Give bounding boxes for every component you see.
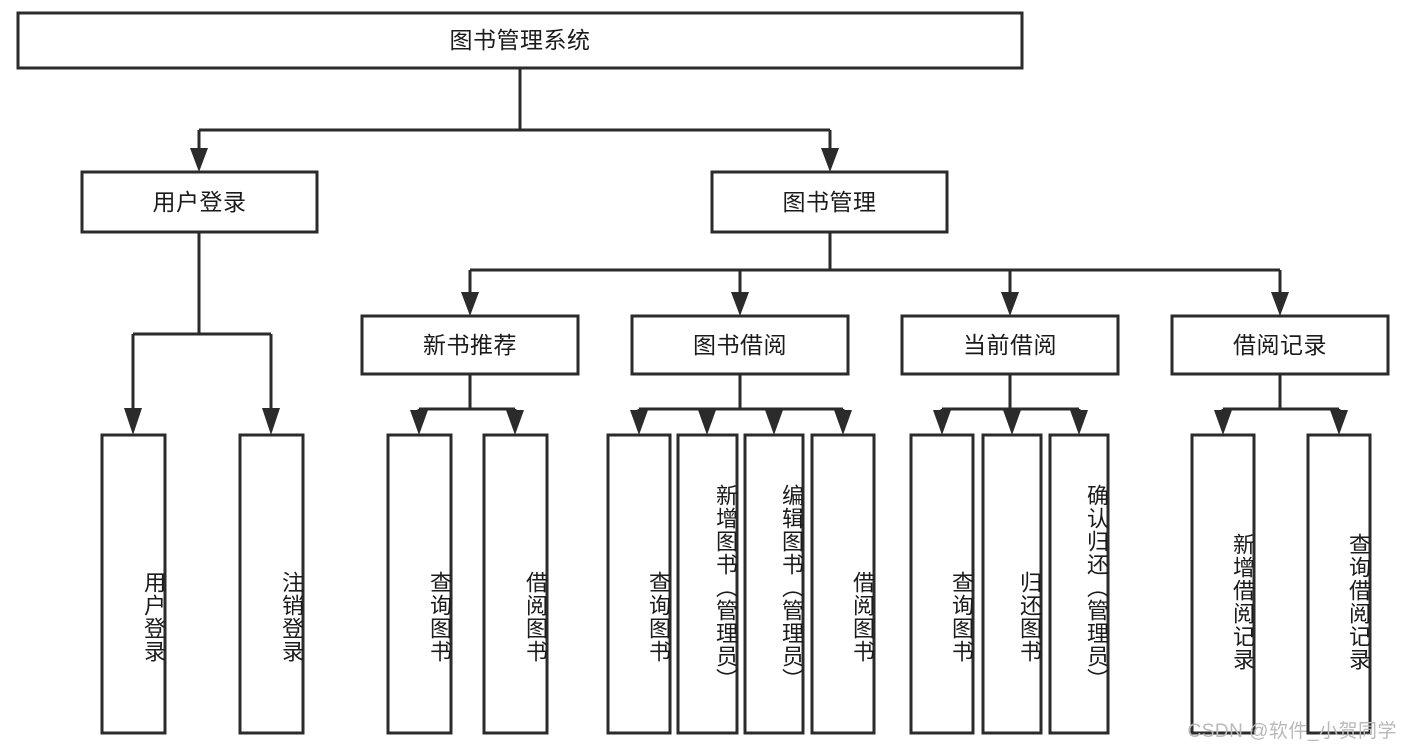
arrowhead-leaf-return-book bbox=[1003, 410, 1021, 435]
node-box-leaf-user-login[interactable] bbox=[100, 433, 167, 735]
arrowhead-leaf-confirm-return bbox=[1070, 410, 1088, 435]
node-box-user-login[interactable] bbox=[80, 170, 319, 234]
arrowhead-leaf-query-book-1 bbox=[410, 410, 428, 435]
node-box-current-borrow[interactable] bbox=[900, 314, 1120, 376]
node-box-leaf-borrow-book-2[interactable] bbox=[810, 433, 876, 735]
node-box-leaf-query-book-3[interactable] bbox=[909, 433, 975, 735]
node-box-leaf-query-record[interactable] bbox=[1306, 433, 1372, 735]
node-box-leaf-add-record[interactable] bbox=[1190, 433, 1256, 735]
arrowhead-book-mgmt bbox=[821, 148, 839, 172]
arrowhead-leaf-user-login bbox=[124, 408, 142, 435]
node-box-new-book-rec[interactable] bbox=[360, 314, 580, 376]
arrowhead-leaf-query-book-2 bbox=[630, 410, 648, 435]
connectors bbox=[124, 68, 1348, 435]
node-box-leaf-add-book[interactable] bbox=[676, 433, 739, 735]
node-box-leaf-logout[interactable] bbox=[238, 433, 305, 735]
arrowhead-user-login bbox=[190, 148, 208, 172]
node-box-leaf-confirm-return[interactable] bbox=[1048, 433, 1110, 735]
node-box-root[interactable] bbox=[16, 11, 1024, 70]
arrowhead-current-borrow bbox=[1001, 292, 1019, 316]
node-boxes bbox=[16, 11, 1390, 735]
arrowhead-leaf-add-book bbox=[698, 410, 716, 435]
node-box-borrow-record[interactable] bbox=[1170, 314, 1390, 376]
node-box-leaf-edit-book[interactable] bbox=[743, 433, 805, 735]
node-box-leaf-query-book-1[interactable] bbox=[386, 433, 453, 735]
node-box-book-mgmt[interactable] bbox=[710, 170, 949, 234]
arrowhead-leaf-query-book-3 bbox=[933, 410, 951, 435]
arrowhead-leaf-borrow-book-1 bbox=[506, 410, 524, 435]
arrowhead-leaf-borrow-book-2 bbox=[834, 410, 852, 435]
node-box-book-borrow[interactable] bbox=[630, 314, 850, 376]
node-box-leaf-query-book-2[interactable] bbox=[606, 433, 672, 735]
arrowhead-new-book-rec bbox=[461, 292, 479, 316]
arrowhead-leaf-logout bbox=[262, 408, 280, 435]
arrowhead-borrow-record bbox=[1271, 292, 1289, 316]
node-box-leaf-return-book[interactable] bbox=[981, 433, 1043, 735]
arrowhead-leaf-add-record bbox=[1214, 410, 1232, 435]
arrowhead-book-borrow bbox=[731, 292, 749, 316]
node-box-leaf-borrow-book-1[interactable] bbox=[482, 433, 549, 735]
arrowhead-leaf-query-record bbox=[1330, 410, 1348, 435]
arrowhead-leaf-edit-book bbox=[765, 410, 783, 435]
